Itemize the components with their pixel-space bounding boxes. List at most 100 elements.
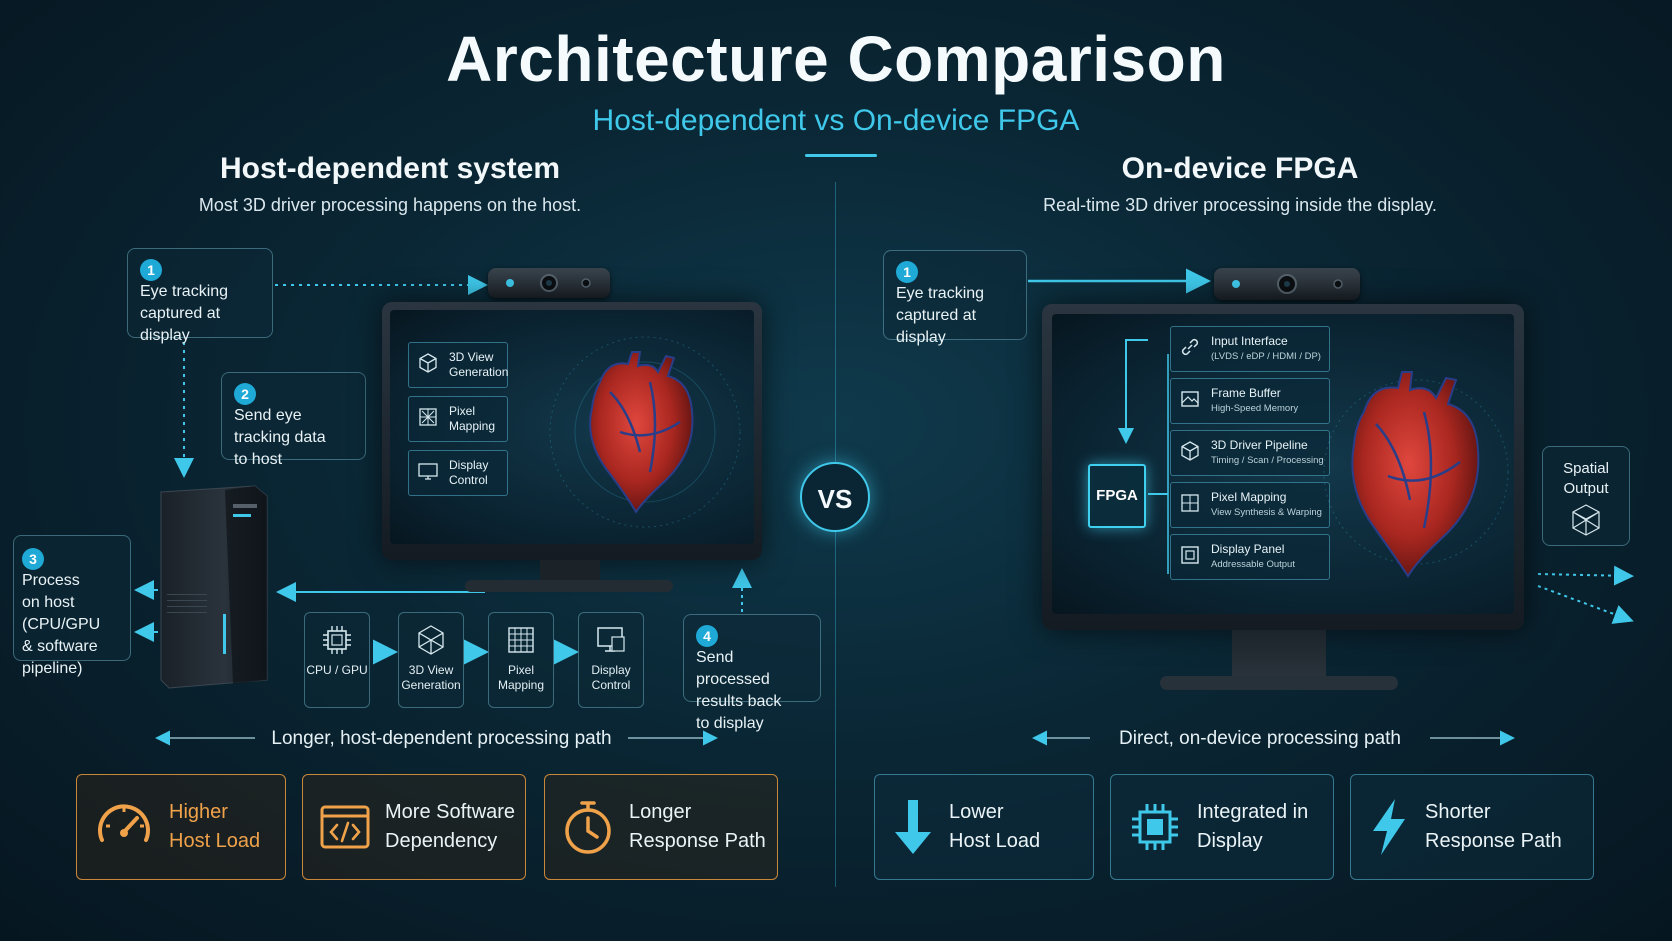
- eye-tracking-camera: [1214, 268, 1360, 300]
- pipeline-label: Display Control: [591, 663, 631, 692]
- screen-item-pixel-mapping: Pixel Mapping: [408, 396, 508, 442]
- step-number: 4: [696, 625, 718, 647]
- step-text: Process on host (CPU/GPU & software pipe…: [22, 572, 101, 677]
- chip-icon: [1132, 804, 1178, 850]
- screen-item-label: Pixel Mapping: [449, 404, 496, 433]
- pipeline-label: 3D View Generation: [401, 663, 461, 692]
- badge-integrated-in-display: Integrated in Display: [1110, 774, 1334, 880]
- stopwatch-icon: [565, 801, 611, 854]
- step-number: 3: [22, 548, 44, 570]
- left-display-monitor: 3D View Generation Pixel Mapping Display…: [382, 302, 762, 560]
- grid-icon: [508, 627, 534, 653]
- left-section-title: Host-dependent system: [219, 152, 561, 185]
- screen-item-sub: (LVDS / eDP / HDMI / DP): [1211, 351, 1321, 362]
- pipeline-pixel-mapping: Pixel Mapping: [488, 612, 554, 708]
- screen-item-display-control: Display Control: [408, 450, 508, 496]
- gauge-icon: [98, 804, 150, 842]
- badge-line1: Shorter: [1425, 801, 1491, 823]
- right-section-description: Real-time 3D driver processing inside th…: [1043, 195, 1437, 215]
- right-step-1-callout: 1Eye tracking captured at display: [883, 250, 1027, 346]
- step-text: Send eye tracking data to host: [234, 407, 326, 468]
- heart-hologram: [540, 322, 750, 532]
- badge-line2: Host Load: [169, 830, 261, 852]
- title-divider: [805, 154, 877, 157]
- panel-icon: [1179, 544, 1201, 570]
- badge-line1: Lower: [949, 801, 1004, 823]
- cube-icon: [1572, 504, 1600, 536]
- step-4-callout: 4Send processed results back to display: [683, 614, 821, 732]
- step-1-callout: 1Eye tracking captured at display: [127, 248, 273, 344]
- left-section-description: Most 3D driver processing happens on the…: [198, 195, 582, 215]
- badge-line1: More Software: [385, 801, 516, 823]
- left-connectors: [134, 275, 752, 746]
- step-number: 1: [140, 259, 162, 281]
- monitor-neck: [1232, 630, 1326, 678]
- grid-icon: [1179, 492, 1201, 518]
- screen-item-sub: View Synthesis & Warping: [1211, 507, 1322, 518]
- host-pc-tower: [155, 484, 269, 689]
- fpga-chip: FPGA: [1088, 464, 1146, 528]
- grid-icon: [417, 406, 439, 432]
- badge-line1: Longer: [629, 801, 692, 823]
- screen-item-label: Frame Buffer: [1211, 386, 1281, 400]
- spatial-output-label: Spatial Output: [1563, 460, 1609, 497]
- step-number: 1: [896, 261, 918, 283]
- lightning-icon: [1373, 799, 1405, 855]
- pipeline-label: Pixel Mapping: [497, 663, 545, 692]
- screen-item-label: Pixel Mapping: [1211, 490, 1287, 504]
- monitor-base: [1160, 676, 1398, 690]
- heart-hologram: [1314, 332, 1514, 602]
- step-text: Send processed results back to display: [696, 649, 782, 732]
- cube-icon: [418, 625, 444, 655]
- badge-line2: Response Path: [629, 830, 766, 852]
- arrow-spatial-output-1: [1537, 565, 1634, 586]
- monitor-base: [465, 580, 673, 592]
- image-icon: [1179, 388, 1201, 414]
- screen-item-label: 3D View Generation: [449, 350, 509, 379]
- step-3-callout: 3Process on host (CPU/GPU & software pip…: [13, 535, 131, 677]
- arrow-spatial-output-2: [1537, 585, 1634, 624]
- screen-item-label: Display Control: [449, 458, 489, 487]
- step-text: Eye tracking captured at display: [140, 283, 229, 344]
- screen-item-label: Input Interface: [1211, 334, 1288, 348]
- vs-badge: VS: [800, 462, 870, 532]
- step-2-callout: 2Send eye tracking data to host: [221, 372, 366, 468]
- step-number: 2: [234, 383, 256, 405]
- screen-item-sub: Addressable Output: [1211, 559, 1295, 570]
- pipeline-display-control: Display Control: [578, 612, 644, 708]
- screen-item-label: 3D Driver Pipeline: [1211, 438, 1308, 452]
- screen-item-sub: Timing / Scan / Processing: [1211, 455, 1324, 466]
- screen-item-input-interface: Input Interface (LVDS / eDP / HDMI / DP): [1170, 326, 1330, 372]
- pipeline-cpu-gpu: CPU / GPU: [304, 612, 370, 708]
- spatial-output-box: Spatial Output: [1542, 446, 1630, 546]
- monitor-neck: [540, 560, 600, 582]
- code-window-icon: [320, 805, 370, 849]
- screen-item-3d-view: 3D View Generation: [408, 342, 508, 388]
- pipeline-label: CPU / GPU: [306, 663, 368, 677]
- right-display-monitor: FPGA Input Interface (LVDS / eDP / HDMI /…: [1042, 304, 1524, 630]
- left-path-label: Longer, host-dependent processing path: [271, 728, 612, 749]
- right-connectors: [1028, 268, 1634, 746]
- eye-tracking-camera: [488, 268, 610, 298]
- center-divider: [835, 182, 836, 887]
- pipeline-3d-view: 3D View Generation: [398, 612, 464, 708]
- screen-item-label: Display Panel: [1211, 542, 1285, 556]
- arrow-down-icon: [895, 800, 931, 854]
- badge-line1: Integrated in: [1197, 801, 1309, 823]
- step-text: Eye tracking captured at display: [896, 285, 985, 346]
- fpga-connectors: [1118, 339, 1169, 574]
- link-icon: [1179, 336, 1201, 362]
- badge-line2: Display: [1197, 830, 1263, 852]
- badge-line2: Response Path: [1425, 830, 1562, 852]
- page-subtitle: Host-dependent vs On-device FPGA: [592, 104, 1080, 137]
- chip-icon: [323, 626, 351, 654]
